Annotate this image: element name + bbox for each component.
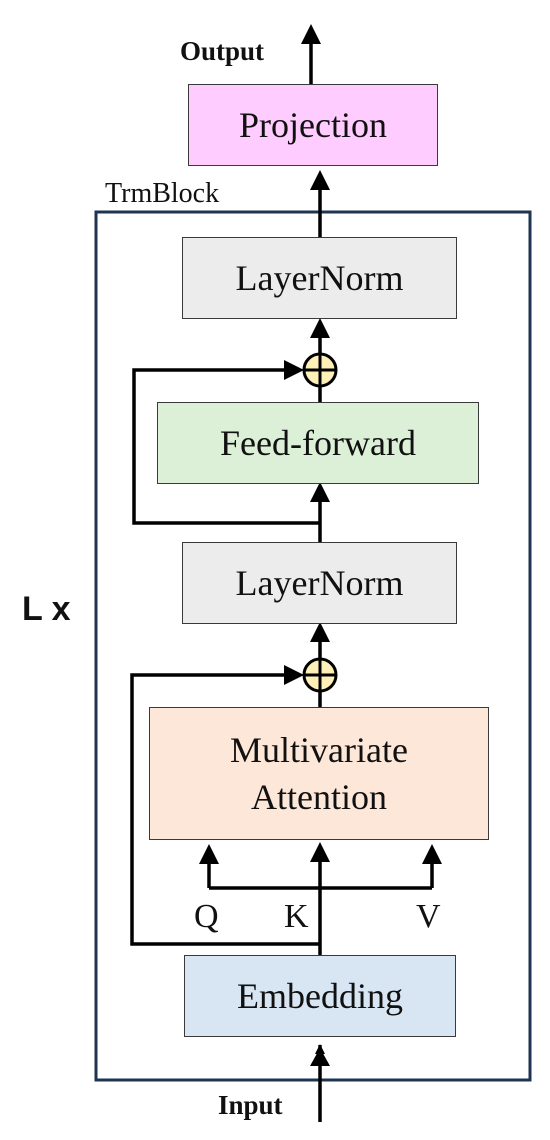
- residual-connection-1: [130, 673, 320, 946]
- projection-block: Projection: [188, 84, 438, 166]
- k-label: K: [284, 898, 309, 935]
- attention-label-line1: Multivariate: [230, 729, 408, 770]
- feed-forward-block: Feed-forward: [157, 402, 479, 484]
- add-node-2: [302, 352, 338, 388]
- trmblock-label: TrmBlock: [105, 178, 220, 209]
- output-label: Output: [180, 36, 265, 66]
- feed-forward-label: Feed-forward: [220, 422, 416, 463]
- residual-connection-2: [132, 368, 320, 525]
- q-label: Q: [194, 898, 219, 935]
- repeat-count-label: L x: [22, 590, 71, 628]
- layernorm-top-label: LayerNorm: [235, 257, 404, 298]
- layernorm-top-block: LayerNorm: [182, 237, 457, 319]
- input-label: Input: [218, 1090, 283, 1120]
- v-label: V: [416, 898, 441, 935]
- embedding-label: Embedding: [237, 975, 403, 1016]
- embedding-block: Embedding: [184, 955, 456, 1037]
- projection-label: Projection: [239, 104, 387, 145]
- trmblock-frame: [94, 210, 532, 1082]
- layernorm-mid-block: LayerNorm: [182, 542, 457, 624]
- attention-label-line2: Attention: [251, 776, 387, 817]
- layernorm-mid-label: LayerNorm: [235, 562, 404, 603]
- add-node-1: [302, 657, 338, 693]
- multivariate-attention-block: Multivariate Attention: [149, 707, 489, 840]
